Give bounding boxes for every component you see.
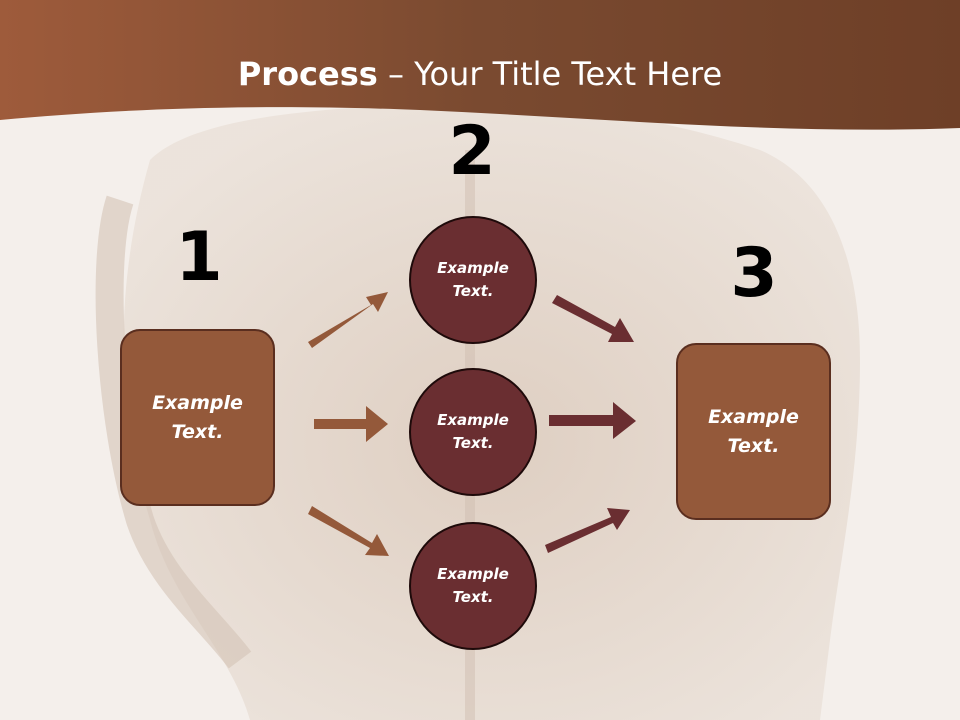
- step-number-1: 1: [175, 218, 223, 297]
- box-left-label: Example Text.: [152, 391, 243, 443]
- circle-middle-label: Example Text.: [437, 411, 509, 452]
- circle-bottom-label: Example Text.: [437, 565, 509, 606]
- process-box-right: Example Text.: [676, 343, 831, 520]
- arrows-right: [545, 295, 636, 553]
- arrow-right-right: [549, 402, 636, 439]
- arrows-left: [308, 292, 389, 556]
- step-number-3: 3: [730, 234, 778, 313]
- process-circle-bottom: Example Text.: [409, 522, 537, 650]
- arrow-down-right-left: [308, 506, 389, 556]
- process-box-left: Example Text.: [120, 329, 275, 506]
- circle-top-label: Example Text.: [437, 259, 509, 300]
- arrow-right-left: [314, 406, 388, 442]
- step-number-2: 2: [448, 112, 496, 191]
- title-rest: – Your Title Text Here: [377, 55, 723, 93]
- title-bold: Process: [237, 55, 378, 93]
- header-band: [0, 0, 960, 130]
- arrow-down-right-right: [552, 295, 634, 342]
- slide-title: Process – Your Title Text Here: [0, 52, 960, 96]
- process-circle-middle: Example Text.: [409, 368, 537, 496]
- process-circle-top: Example Text.: [409, 216, 537, 344]
- box-right-label: Example Text.: [708, 405, 799, 457]
- arrow-up-right-right: [545, 508, 630, 553]
- arrow-up-right-left: [308, 292, 388, 348]
